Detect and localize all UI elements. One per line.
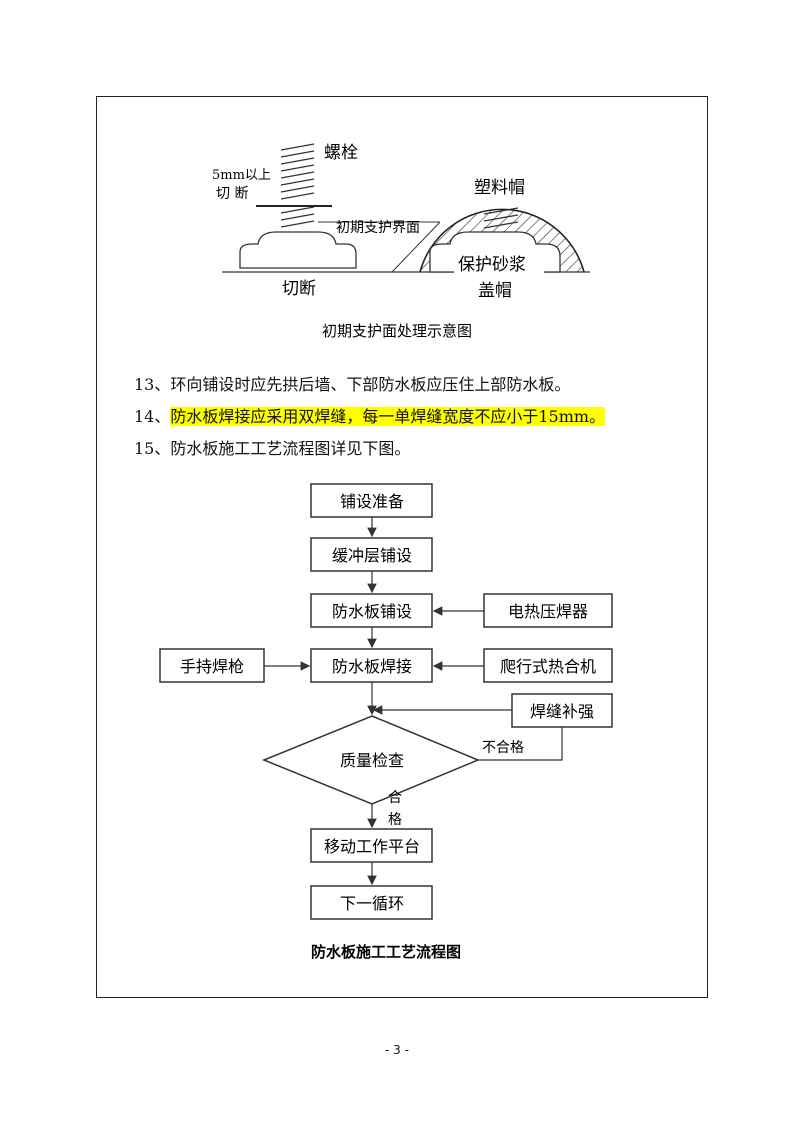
item-15: 15、防水板施工工艺流程图详见下图。: [134, 437, 410, 461]
support-surface-diagram: 螺栓 5mm以上 切 断 初期支护界面 塑料帽 保护砂浆 盖帽 切断 初期支护面…: [212, 143, 590, 340]
item-13: 13、环向铺设时应先拱后墙、下部防水板应压住上部防水板。: [134, 373, 570, 397]
item-14: 14、防水板焊接应采用双焊缝，每一单焊缝宽度不应小于15mm。: [134, 405, 606, 429]
item-15-number: 15、: [134, 439, 171, 458]
figure1-caption: 初期支护面处理示意图: [322, 322, 472, 340]
label-cut-note-1: 5mm以上: [212, 168, 271, 183]
bolt-threads: [280, 143, 315, 228]
document-frame: [96, 96, 708, 998]
label-pass-1: 合: [388, 790, 402, 806]
label-cut: 切断: [282, 279, 316, 299]
label-mortar: 保护砂浆: [458, 255, 526, 275]
flowchart-caption: 防水板施工工艺流程图: [311, 943, 461, 961]
right-bolt-threads: [483, 207, 519, 229]
item-14-text-highlighted: 防水板焊接应采用双焊缝，每一单焊缝宽度不应小于15mm。: [170, 407, 606, 426]
label-support-surface: 初期支护界面: [336, 219, 420, 236]
step-move-platform-box: [310, 828, 433, 863]
item-13-text: 环向铺设时应先拱后墙、下部防水板应压住上部防水板。: [170, 375, 571, 394]
label-bolt: 螺栓: [324, 143, 358, 163]
step-weld-board-label: 防水板焊接: [332, 657, 412, 676]
step-lay-board-label: 防水板铺设: [332, 602, 412, 621]
step-buffer-box: [310, 537, 433, 572]
side-crawler-label: 爬行式热合机: [500, 657, 596, 676]
side-hot-press-box: [483, 593, 613, 628]
left-support-base: [239, 231, 357, 269]
label-cut-note-2: 切 断: [216, 186, 248, 202]
side-hand-gun-label: 手持焊枪: [180, 657, 244, 676]
label-fail: 不合格: [482, 740, 524, 756]
step-prepare-label: 铺设准备: [340, 492, 404, 511]
step-move-platform-label: 移动工作平台: [324, 837, 420, 856]
quality-check-label: 质量检查: [340, 751, 404, 770]
item-15-text: 防水板施工工艺流程图详见下图。: [170, 439, 411, 458]
label-plastic-cap: 塑料帽: [474, 178, 525, 198]
step-next-cycle-label: 下一循环: [340, 894, 404, 913]
step-lay-board-box: [310, 593, 433, 628]
side-hot-press-label: 电热压焊器: [508, 602, 588, 621]
side-reinforce-label: 焊缝补强: [530, 702, 594, 721]
side-hand-gun-box: [159, 648, 265, 683]
step-buffer-label: 缓冲层铺设: [332, 546, 412, 565]
label-cap: 盖帽: [478, 281, 512, 301]
page-number: - 3 -: [385, 1043, 409, 1057]
step-next-cycle-box: [310, 885, 433, 920]
item-13-number: 13、: [134, 375, 171, 394]
step-prepare-box: [310, 483, 433, 518]
waterproof-board-flowchart: 铺设准备 缓冲层铺设 防水板铺设 防水板焊接 质量检查 移动工作平台 下一循环 …: [159, 483, 613, 961]
item-14-number: 14、: [134, 407, 171, 426]
label-pass-2: 格: [388, 812, 402, 828]
